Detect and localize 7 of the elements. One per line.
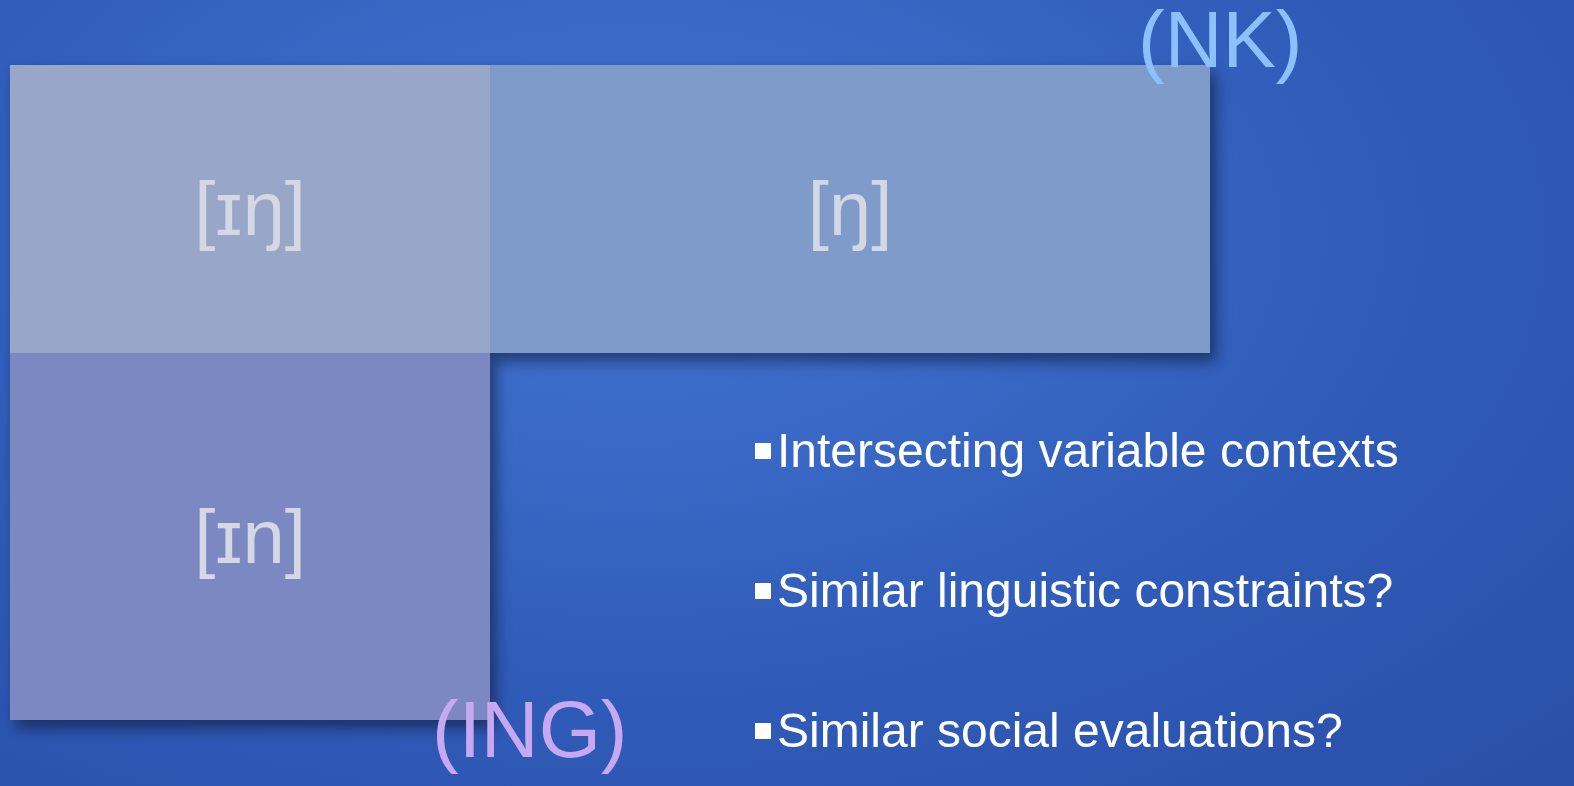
phonetic-label: [ŋ]: [807, 165, 893, 253]
bullet-text: Similar linguistic constraints?: [777, 563, 1394, 619]
phonetic-label: [ɪn]: [194, 492, 306, 581]
phonetic-label: [ɪŋ]: [194, 165, 306, 253]
bullet-text: Similar social evaluations?: [777, 703, 1343, 759]
table-cell: [10, 65, 490, 353]
bullet-text: Intersecting variable contexts: [777, 423, 1399, 479]
